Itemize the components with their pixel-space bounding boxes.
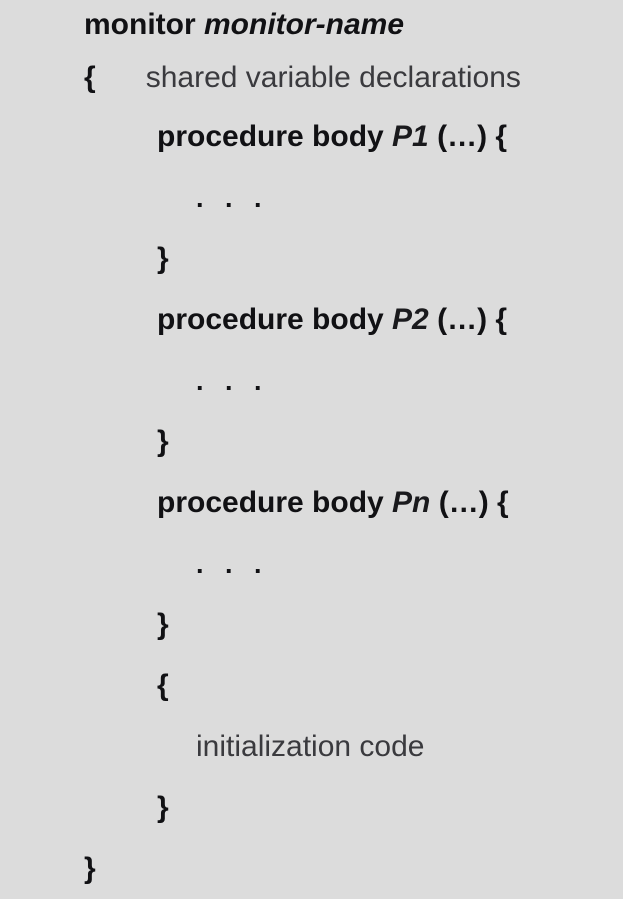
- code-token: monitor: [84, 8, 204, 41]
- code-token: P2: [392, 303, 429, 336]
- code-token: . . .: [196, 549, 269, 579]
- code-line: . . .: [0, 350, 623, 411]
- code-line: . . .: [0, 533, 623, 594]
- code-line: }: [0, 594, 623, 655]
- code-token: }: [157, 791, 169, 824]
- code-line: }: [0, 411, 623, 472]
- code-token: (…) {: [430, 486, 509, 519]
- code-token: P1: [392, 120, 429, 153]
- code-token: procedure body: [157, 120, 393, 153]
- code-line: }: [0, 838, 623, 899]
- code-line: procedure body P1 (…) {: [0, 106, 623, 167]
- code-line: . . .: [0, 167, 623, 228]
- code-token: . . .: [196, 366, 269, 396]
- code-line: monitor monitor-name: [0, 0, 623, 50]
- code-token: }: [84, 852, 96, 885]
- code-token: }: [157, 425, 169, 458]
- monitor-pseudocode-slide: monitor monitor-name { shared variable de…: [84, 8, 521, 885]
- code-token: }: [157, 608, 169, 641]
- code-token: . . .: [196, 183, 269, 213]
- code-token: shared variable declarations: [145, 61, 521, 94]
- code-token: initialization code: [196, 730, 425, 763]
- code-token: }: [157, 242, 169, 275]
- code-line: {: [0, 655, 623, 716]
- code-token: (…) {: [428, 303, 508, 336]
- code-line: initialization code: [0, 716, 623, 777]
- code-line: procedure body Pn (…) {: [0, 472, 623, 533]
- code-token: {: [157, 669, 169, 702]
- code-line: }: [0, 228, 623, 289]
- code-token: Pn: [392, 486, 431, 519]
- code-token: (…) {: [428, 120, 508, 153]
- code-line: procedure body P2 (…) {: [0, 289, 623, 350]
- code-token: {: [84, 61, 96, 94]
- code-token: monitor-name: [204, 8, 405, 41]
- code-line: }: [0, 777, 623, 838]
- code-token: procedure body: [157, 303, 393, 336]
- code-token: [96, 61, 146, 94]
- code-line: { shared variable declarations: [0, 50, 623, 106]
- code-token: procedure body: [157, 486, 393, 519]
